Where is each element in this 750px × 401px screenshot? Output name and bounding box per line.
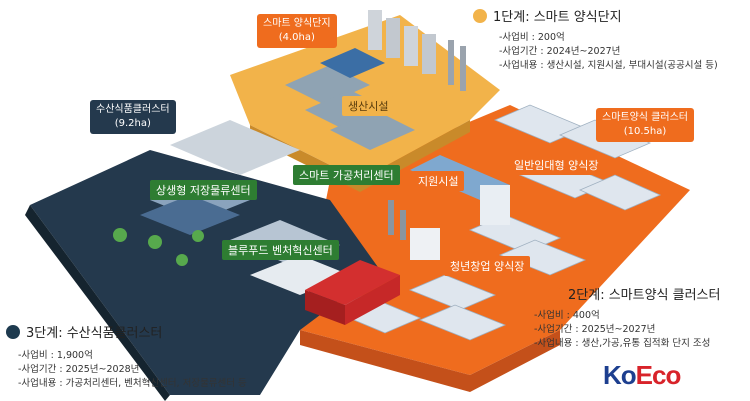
smart-cluster-name: 스마트양식 클러스터	[602, 112, 688, 123]
label-storage: 상생형 저장물류센터	[150, 180, 257, 200]
phase3-title-row: 3단계: 수산식품클러스터	[6, 322, 247, 341]
smart-cluster-area: (10.5ha)	[623, 126, 667, 137]
phase1-content: -사업내용 : 생산시설, 지원시설, 부대시설(공공시설 등)	[499, 60, 718, 71]
seafood-cluster-callout: 수산식품클러스터 (9.2ha)	[90, 100, 176, 134]
logo-ko: Ko	[603, 360, 637, 390]
silos	[368, 10, 466, 91]
phase2-title-row: 2단계: 스마트양식 클러스터	[548, 284, 720, 303]
phase1-period: -사업기간 : 2024년~2027년	[499, 46, 621, 57]
phase3-cost: -사업비 : 1,900억	[18, 350, 93, 361]
phase1-cost: -사업비 : 200억	[499, 32, 565, 43]
phase3-dot	[6, 324, 20, 339]
phase3-info: 3단계: 수산식품클러스터 -사업비 : 1,900억 -사업기간 : 2025…	[6, 322, 247, 391]
phase1-info: 1단계: 스마트 양식단지 -사업비 : 200억 -사업기간 : 2024년~…	[473, 6, 718, 73]
phase3-content: -사업내용 : 가공처리센터, 벤처혁신센터, 저장물류센터 등	[18, 378, 247, 389]
smart-cluster-callout: 스마트양식 클러스터 (10.5ha)	[596, 108, 694, 142]
trees	[113, 228, 204, 266]
phase2-period: -사업기간 : 2025년~2027년	[534, 324, 656, 335]
phase2-content: -사업내용 : 생산,가공,유통 집적화 단지 조성	[534, 338, 711, 349]
factory	[388, 200, 440, 260]
phase3-period: -사업기간 : 2025년~2028년	[18, 364, 140, 375]
smart-complex-callout: 스마트 양식단지 (4.0ha)	[257, 14, 337, 48]
phase3-title: 3단계: 수산식품클러스터	[26, 326, 163, 341]
phase2-info: 2단계: 스마트양식 클러스터 -사업비 : 400억 -사업기간 : 2025…	[534, 284, 720, 351]
logo-eco: Eco	[635, 360, 682, 390]
smart-complex-name: 스마트 양식단지	[263, 18, 331, 29]
koeco-logo: KoEco	[603, 360, 682, 391]
red-barns	[305, 260, 400, 325]
label-support: 지원시설	[412, 171, 465, 191]
phase2-title: 2단계: 스마트양식 클러스터	[568, 288, 721, 303]
phase2-dot	[548, 286, 562, 301]
phase1-title-row: 1단계: 스마트 양식단지	[473, 6, 718, 25]
seafood-cluster-name: 수산식품클러스터	[96, 104, 170, 115]
phase1-title: 1단계: 스마트 양식단지	[493, 10, 622, 25]
phase1-platform-side	[250, 120, 470, 192]
phase2-cost: -사업비 : 400억	[534, 310, 600, 321]
smart-complex-area: (4.0ha)	[278, 32, 315, 43]
phase2-platform-side	[300, 330, 560, 392]
seafood-cluster-area: (9.2ha)	[114, 118, 151, 129]
label-bluefood: 블루푸드 벤처혁신센터	[222, 240, 339, 260]
label-processing: 스마트 가공처리센터	[293, 165, 400, 185]
label-general-farm: 일반임대형 양식장	[508, 155, 605, 175]
phase1-dot	[473, 8, 487, 23]
label-youth-farm: 청년창업 양식장	[444, 256, 531, 276]
label-production: 생산시설	[342, 96, 395, 116]
phase3-platform	[30, 150, 380, 395]
phase3-platform-side	[25, 205, 170, 401]
